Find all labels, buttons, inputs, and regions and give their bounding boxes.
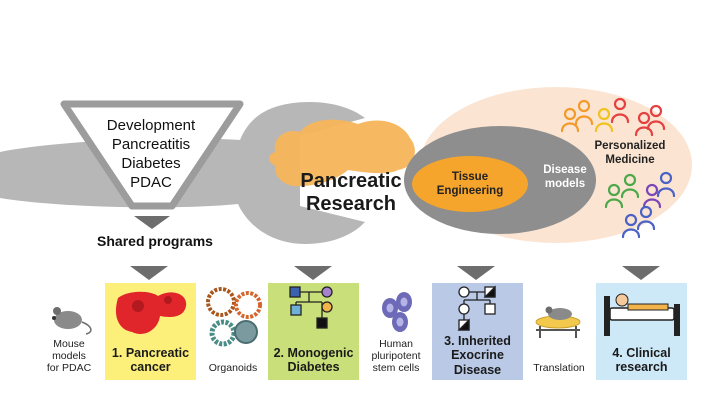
organoid-icon: [206, 287, 262, 347]
funnel-topics: Development Pancreatitis Diabetes PDAC: [76, 116, 226, 192]
box-clinical-research: [596, 283, 687, 380]
tissue-engineering-ellipse: [412, 156, 528, 212]
label-line: models: [52, 350, 86, 363]
label-line: 3. Inherited: [444, 334, 511, 348]
mouse-icon: [52, 307, 92, 335]
title-line: Pancreatic: [300, 170, 402, 192]
box-monogenic-diabetes: [268, 283, 359, 380]
label-line: research: [615, 360, 668, 375]
monogenic-diabetes-label: 2. Monogenic Diabetes: [268, 346, 359, 375]
person-icon: [656, 171, 676, 198]
person-icon: [594, 107, 614, 133]
mouse-models-label: Mouse models for PDAC: [40, 338, 98, 374]
person-icon: [560, 107, 580, 133]
clinical-research-label: 4. Clinical research: [596, 346, 687, 375]
pancreatic-research-title: Pancreatic Research: [276, 170, 426, 216]
pedigree-icon: [289, 286, 333, 329]
label-line: Personalized: [594, 140, 666, 152]
translation-label: Translation: [533, 362, 585, 374]
person-icon: [634, 111, 654, 137]
stem-cell-icon: [382, 292, 412, 332]
funnel-icon: [60, 100, 244, 210]
label-line: 4. Clinical: [612, 346, 671, 360]
funnel-item: Development: [106, 117, 196, 134]
patient-bed-icon: [604, 293, 680, 336]
down-arrow-box3: [457, 266, 495, 280]
label-line: 2. Monogenic: [273, 346, 354, 360]
person-icon: [574, 99, 594, 126]
label-line: 1. Pancreatic: [111, 346, 190, 360]
funnel-item: PDAC: [130, 174, 172, 191]
funnel-item: Pancreatitis: [111, 136, 191, 153]
label-line: Mouse: [53, 338, 85, 350]
label-line: Diabetes: [287, 360, 340, 375]
person-icon: [642, 183, 662, 209]
label-line: Tissue: [451, 171, 489, 183]
pancreatic-cancer-label: 1. Pancreatic cancer: [105, 346, 196, 375]
label-line: for PDAC: [46, 362, 92, 375]
person-icon: [636, 205, 656, 231]
person-icon: [621, 213, 641, 239]
stem-cells-label: Human pluripotent stem cells: [362, 338, 430, 374]
inherited-exocrine-label: 3. Inherited Exocrine Disease: [432, 334, 523, 377]
label-line: Human: [379, 338, 413, 350]
shared-programs-label: Shared programs: [97, 233, 213, 249]
label-line: Medicine: [605, 154, 655, 166]
label-line: stem cells: [372, 362, 420, 375]
person-icon: [646, 104, 666, 131]
tissue-engineering-label: Tissue Engineering: [425, 170, 515, 198]
person-icon: [620, 173, 640, 199]
disease-models-label: Disease models: [532, 163, 598, 191]
down-arrow-box1: [130, 266, 168, 280]
funnel-item: Diabetes: [121, 155, 181, 172]
title-line: Research: [305, 193, 397, 215]
organoids-label: Organoids: [208, 362, 258, 374]
down-arrow-shared: [134, 216, 170, 229]
pancreas-icon: [269, 119, 415, 187]
person-icon: [610, 97, 630, 124]
label-line: Engineering: [436, 185, 504, 197]
person-icon: [604, 183, 624, 209]
label-line: pluripotent: [371, 350, 421, 363]
tumor-icon: [115, 291, 187, 335]
personalized-medicine-label: Personalized Medicine: [580, 139, 680, 167]
label-line: Disease: [453, 362, 502, 377]
label-line: cancer: [130, 360, 171, 375]
lab-mouse-icon: [535, 306, 581, 338]
label-line: Disease: [543, 164, 587, 176]
people-group-icon: [560, 97, 676, 239]
label-line: models: [544, 178, 586, 190]
label-line: Exocrine: [451, 348, 504, 363]
pedigree-icon: [457, 285, 496, 331]
down-arrow-box2: [294, 266, 332, 280]
down-arrow-box4: [622, 266, 660, 280]
